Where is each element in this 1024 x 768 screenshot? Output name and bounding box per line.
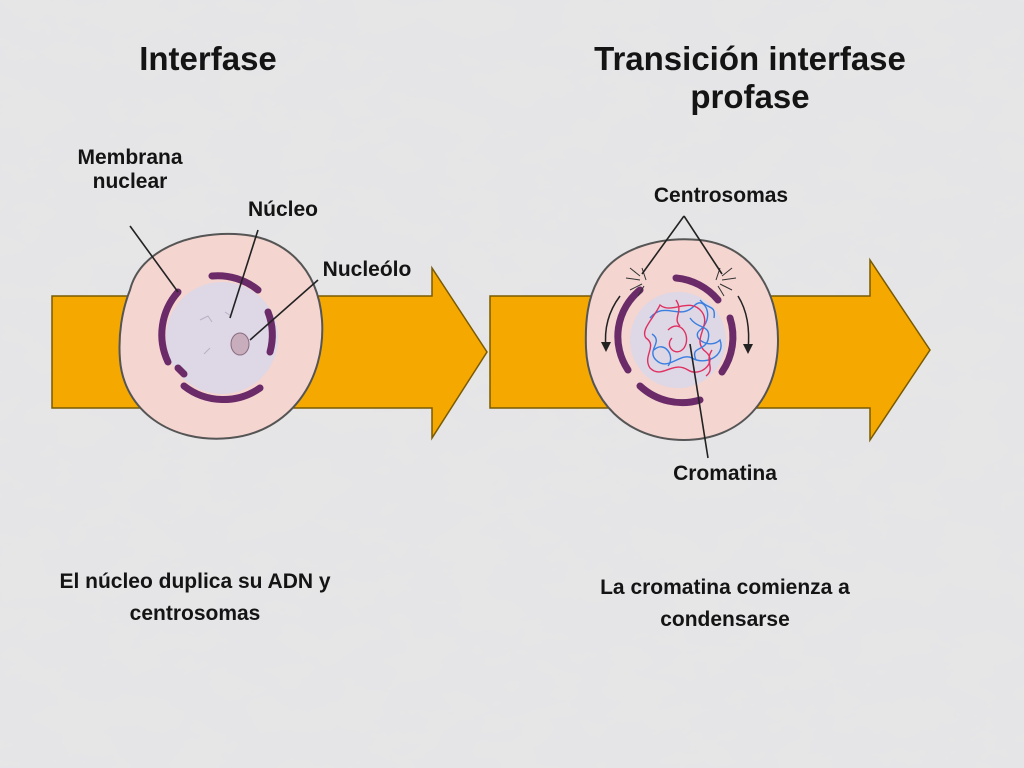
title-transition-line1: Transición interfase bbox=[594, 40, 906, 77]
title-transition-line2: profase bbox=[690, 77, 810, 115]
label-nuclear-membrane-line1: Membrana bbox=[77, 146, 183, 169]
leader-nucleolus bbox=[249, 279, 319, 341]
nucleolus-interphase bbox=[230, 332, 250, 356]
leader-nucleus bbox=[229, 229, 259, 319]
nuclear-membrane-interphase bbox=[158, 288, 182, 366]
centrosome-right bbox=[715, 267, 737, 297]
caption-transition-line2: condensarse bbox=[660, 607, 790, 631]
caption-transition: La cromatina comienza a condensarse bbox=[565, 572, 885, 635]
cell-interphase bbox=[118, 232, 324, 440]
leader-centrosome-right bbox=[683, 215, 723, 275]
leader-centrosome-left bbox=[641, 215, 685, 275]
caption-interphase-line1: El núcleo duplica su ADN y bbox=[59, 570, 331, 593]
label-nucleolus: Nucleólo bbox=[322, 258, 412, 281]
leader-membrane bbox=[129, 225, 179, 293]
nuclear-membrane-transition bbox=[614, 286, 644, 374]
cell-transition bbox=[584, 238, 780, 442]
label-centrosomes: Centrosomas bbox=[653, 184, 789, 207]
centrosome-left bbox=[625, 267, 647, 297]
label-nucleus: Núcleo bbox=[247, 198, 318, 221]
leader-chromatin bbox=[689, 343, 709, 459]
caption-interphase: El núcleo duplica su ADN y centrosomas bbox=[30, 566, 360, 629]
caption-interphase-line2: centrosomas bbox=[129, 601, 261, 625]
label-nuclear-membrane: Membrana nuclear bbox=[60, 146, 200, 194]
caption-transition-line1: La cromatina comienza a bbox=[600, 576, 850, 599]
label-nuclear-membrane-line2: nuclear bbox=[92, 170, 168, 194]
title-transition: Transición interfase profase bbox=[560, 40, 940, 116]
label-chromatin: Cromatina bbox=[673, 462, 777, 485]
chromatin bbox=[643, 299, 722, 377]
nucleus-interphase bbox=[166, 282, 278, 394]
leader-lines bbox=[129, 215, 723, 459]
title-interphase: Interfase bbox=[139, 40, 277, 77]
